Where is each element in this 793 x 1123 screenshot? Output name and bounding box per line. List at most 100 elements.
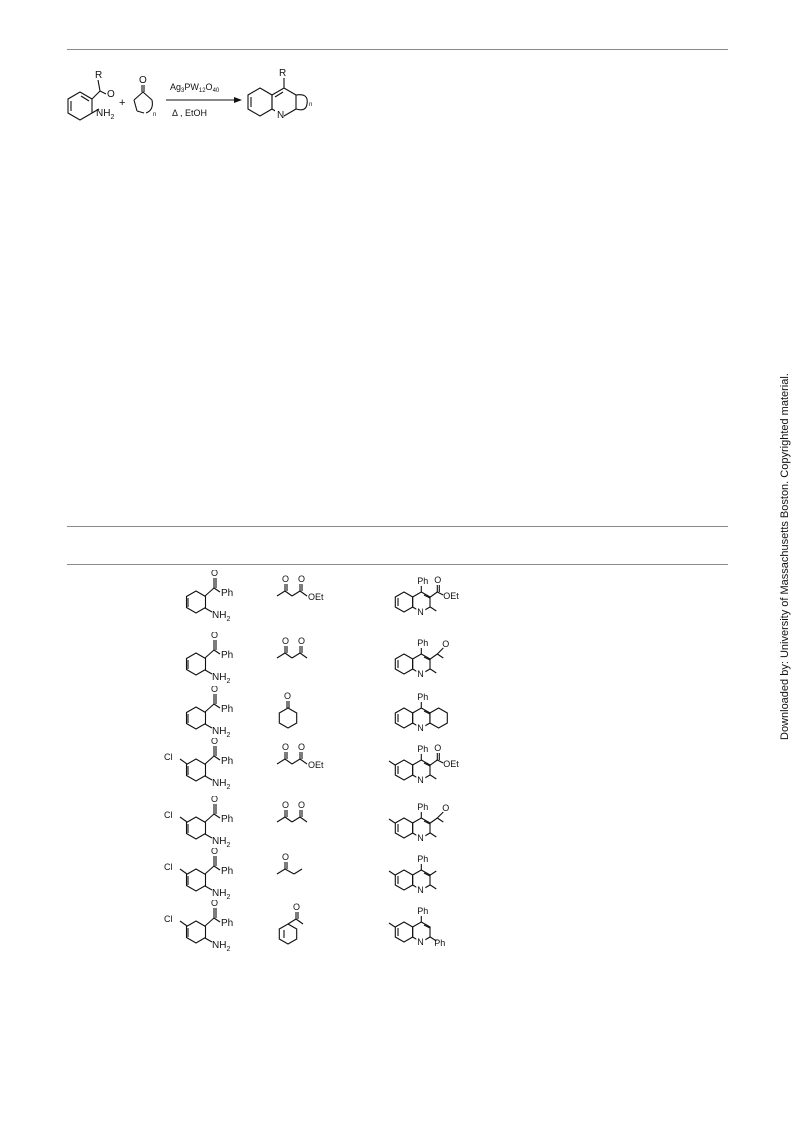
row-quinoline-product: PhNClOOEt <box>388 743 459 785</box>
scheme-conditions: Δ , EtOH <box>172 108 207 118</box>
benzene-ring <box>185 920 207 944</box>
amine-label: NH2 <box>212 726 230 739</box>
bond <box>291 758 301 765</box>
table-header-rule <box>67 564 728 565</box>
row-quinoline-product: PhN <box>394 692 448 733</box>
product-ethoxy-label: OEt <box>443 759 459 769</box>
saturated-ring <box>429 707 448 729</box>
product-phenyl-label: Ph <box>417 906 428 916</box>
scheme-plus: + <box>119 97 125 109</box>
bond <box>429 653 438 660</box>
bond <box>179 758 188 765</box>
phenyl-label: Ph <box>221 588 233 599</box>
top-rule <box>67 49 728 50</box>
bond <box>388 922 396 928</box>
bond <box>204 937 213 943</box>
bond <box>204 607 213 613</box>
benzene-ring <box>185 652 207 676</box>
bond <box>287 918 297 925</box>
scheme-product: R N n <box>247 68 312 121</box>
bond <box>276 816 286 823</box>
scheme-reactant-amino-ketone: R O NH2 <box>67 70 115 121</box>
scheme-ketone-n: n <box>153 112 156 118</box>
row-carbonyl-compound: O <box>278 902 304 945</box>
amine-label: NH2 <box>212 888 230 901</box>
bond <box>429 884 437 890</box>
download-watermark: Downloaded by: University of Massachuset… <box>779 373 791 740</box>
scheme-r-label: R <box>95 70 102 81</box>
bond <box>276 868 286 875</box>
bond <box>423 872 431 877</box>
bond <box>204 813 215 823</box>
bond <box>429 606 437 612</box>
bond <box>204 865 215 875</box>
amine-label: NH2 <box>212 778 230 791</box>
benzene-ring <box>185 868 207 892</box>
bond <box>213 813 221 819</box>
scheme-arrowhead <box>234 97 242 103</box>
carbonyl-o-label: O <box>211 570 218 578</box>
bond <box>423 762 431 767</box>
scheme-product-ring-n: n <box>309 102 312 108</box>
benzene-ring <box>185 590 207 614</box>
bond <box>299 590 308 597</box>
carbonyl-o-label: O <box>211 848 218 856</box>
bond <box>204 669 213 675</box>
benzene-ring <box>185 816 207 840</box>
bond <box>179 920 188 927</box>
bond <box>436 653 444 659</box>
amine-label: NH2 <box>212 672 230 685</box>
ring-nitrogen-label: N <box>417 885 424 895</box>
bond <box>437 759 444 764</box>
bond <box>423 656 431 661</box>
bond <box>204 649 215 659</box>
second-o-label: O <box>298 574 305 584</box>
chloro-label: Cl <box>164 810 173 820</box>
bond <box>423 710 431 715</box>
bond <box>299 652 308 659</box>
bond <box>423 924 431 929</box>
scheme-product-r: R <box>279 68 286 79</box>
bond <box>429 832 437 838</box>
acetyl-o-label: O <box>442 639 449 649</box>
bond <box>276 652 286 659</box>
bond <box>429 774 437 780</box>
bond <box>213 755 221 761</box>
bond <box>299 758 308 765</box>
phenyl-label: Ph <box>221 650 233 661</box>
ethoxy-label: OEt <box>308 760 324 770</box>
carbonyl-o-label: O <box>211 900 218 908</box>
second-o-label: O <box>298 800 305 810</box>
acetyl-o-label: O <box>442 803 449 813</box>
bond <box>276 590 286 597</box>
scheme-reactant-cyclic-ketone: O n <box>133 75 156 118</box>
bond <box>276 758 286 765</box>
benzene-ring <box>185 758 207 782</box>
bond <box>388 818 396 824</box>
bond <box>284 868 295 875</box>
bond <box>179 868 188 875</box>
ring-nitrogen-label: N <box>417 669 424 679</box>
product-2-phenyl-label: Ph <box>434 938 445 948</box>
bond <box>423 594 431 599</box>
product-phenyl-label: Ph <box>417 744 428 754</box>
bond <box>299 816 308 823</box>
ester-o-label: O <box>434 575 441 585</box>
amine-label: NH2 <box>212 610 230 623</box>
bond <box>204 723 213 729</box>
carbonyl-o-label: O <box>211 738 218 746</box>
product-ethoxy-label: OEt <box>443 591 459 601</box>
bond <box>436 817 444 823</box>
ring-nitrogen-label: N <box>417 775 424 785</box>
bond <box>436 647 444 655</box>
row-carbonyl-compound: O <box>276 852 303 875</box>
carbonyl-o-label: O <box>211 632 218 640</box>
